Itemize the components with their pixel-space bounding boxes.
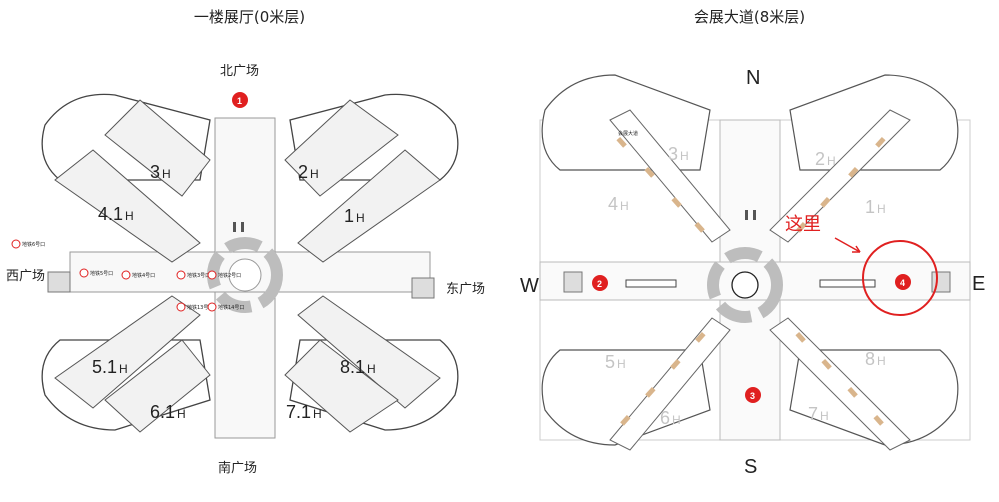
- svg-text:地铁3号口: 地铁3号口: [187, 272, 210, 279]
- note-arrow: [834, 237, 861, 253]
- marker-1: 1: [232, 92, 248, 108]
- highlight-circle: [862, 240, 938, 316]
- left-map-title: 一楼展厅(0米层): [193, 8, 306, 26]
- compass-w: W: [520, 275, 539, 297]
- metro-exit-14: 地铁14号口: [207, 302, 244, 312]
- walkway-sw: [609, 317, 731, 451]
- hall-5-1-shape: [54, 295, 201, 409]
- boulevard-level-map: 会展大道(8米层): [500, 0, 999, 502]
- hall-8-1-shape: [297, 295, 441, 409]
- walkway-label: 会展大道: [618, 130, 638, 137]
- hall-3-shape: [104, 99, 211, 197]
- svg-text:4: 4: [900, 278, 905, 288]
- svg-text:地铁4号口: 地铁4号口: [132, 272, 155, 279]
- hall-6-1-shape: [104, 339, 211, 433]
- hall-2-shape: [284, 99, 399, 197]
- marker-4: 4: [895, 274, 911, 290]
- marker-2: 2: [592, 275, 608, 291]
- metro-exit-6: 地铁6号口: [11, 239, 45, 249]
- svg-text:地铁14号口: 地铁14号口: [218, 304, 244, 311]
- hall-4-1-shape: [54, 149, 201, 263]
- metro-exit-3: 地铁3号口: [176, 270, 210, 280]
- west-plaza-label: 西广场: [6, 269, 45, 284]
- marker-3: 3: [745, 387, 761, 403]
- svg-text:1: 1: [237, 96, 242, 106]
- compass-n: N: [746, 67, 760, 89]
- walkway-nw: [609, 109, 731, 243]
- south-plaza-label: 南广场: [218, 460, 257, 476]
- compass-s: S: [744, 456, 757, 478]
- hall-7-1-shape: [284, 339, 399, 433]
- svg-text:地铁2号口: 地铁2号口: [218, 272, 241, 279]
- walkway-se: [769, 317, 911, 451]
- north-plaza-label: 北广场: [220, 64, 259, 79]
- metro-exit-5: 地铁5号口: [79, 268, 113, 278]
- right-map-title: 会展大道(8米层): [693, 8, 806, 26]
- svg-text:3: 3: [750, 391, 755, 401]
- svg-text:地铁13号口: 地铁13号口: [187, 304, 213, 311]
- metro-exit-2: 地铁2号口: [207, 270, 241, 280]
- compass-e: E: [972, 273, 985, 295]
- metro-exit-13: 地铁13号口: [176, 302, 213, 312]
- svg-text:地铁5号口: 地铁5号口: [90, 270, 113, 277]
- svg-text:地铁6号口: 地铁6号口: [22, 241, 45, 248]
- walkway-ne: [769, 109, 911, 243]
- here-note: 这里: [785, 214, 821, 235]
- hall-1-shape: [297, 149, 441, 263]
- svg-text:2: 2: [597, 279, 602, 289]
- central-ring: [707, 247, 783, 323]
- east-plaza-label: 东广场: [446, 282, 485, 297]
- metro-exit-4: 地铁4号口: [121, 270, 155, 280]
